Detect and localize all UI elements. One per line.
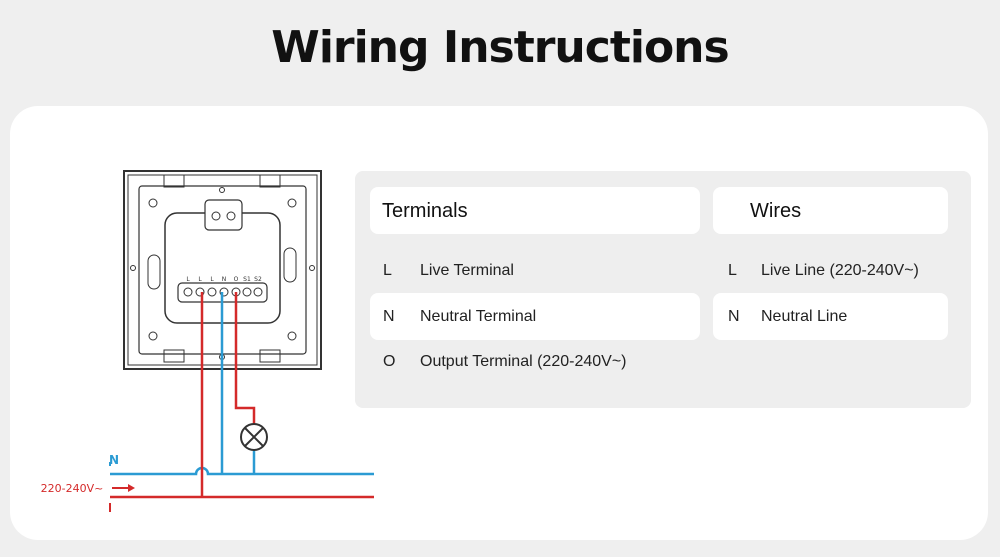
terminal-label: Output Terminal (220-240V~) bbox=[420, 353, 627, 370]
terminal-label: Neutral Terminal bbox=[420, 308, 537, 325]
wire-code: L bbox=[728, 262, 737, 279]
legend-table: Terminals Wires L Live Terminal L Live L… bbox=[355, 171, 971, 408]
terminal-label: L bbox=[198, 276, 202, 283]
wire-code: N bbox=[728, 308, 740, 325]
terminals-header: Terminals bbox=[370, 187, 700, 234]
switch-panel: L L L N O S1 S2 bbox=[123, 170, 322, 370]
wire-label: Live Line (220-240V~) bbox=[761, 262, 919, 279]
terminal-row: N Neutral Terminal bbox=[370, 293, 700, 340]
terminal-label: S2 bbox=[254, 276, 262, 283]
terminal-code: L bbox=[383, 262, 392, 279]
wire-row: N Neutral Line bbox=[713, 293, 948, 340]
live-line bbox=[109, 292, 374, 512]
terminal-label: L bbox=[186, 276, 190, 283]
terminal-label: Live Terminal bbox=[420, 262, 514, 279]
terminal-label: S1 bbox=[243, 276, 251, 283]
terminals-header-label: Terminals bbox=[382, 200, 468, 222]
wires-header: Wires bbox=[713, 187, 948, 234]
lamp-icon bbox=[240, 423, 268, 451]
terminal-label: O bbox=[234, 276, 239, 283]
input-arrow-icon bbox=[112, 484, 135, 492]
voltage-label: 220-240V~ bbox=[41, 482, 104, 495]
terminal-code: O bbox=[383, 353, 396, 370]
terminal-label: N bbox=[222, 276, 227, 283]
neutral-label: N bbox=[109, 453, 119, 467]
terminal-code: N bbox=[383, 308, 395, 325]
wires-header-label: Wires bbox=[750, 200, 802, 222]
wire-label: Neutral Line bbox=[761, 308, 848, 325]
terminal-label: L bbox=[210, 276, 214, 283]
page-title: Wiring Instructions bbox=[271, 22, 729, 73]
